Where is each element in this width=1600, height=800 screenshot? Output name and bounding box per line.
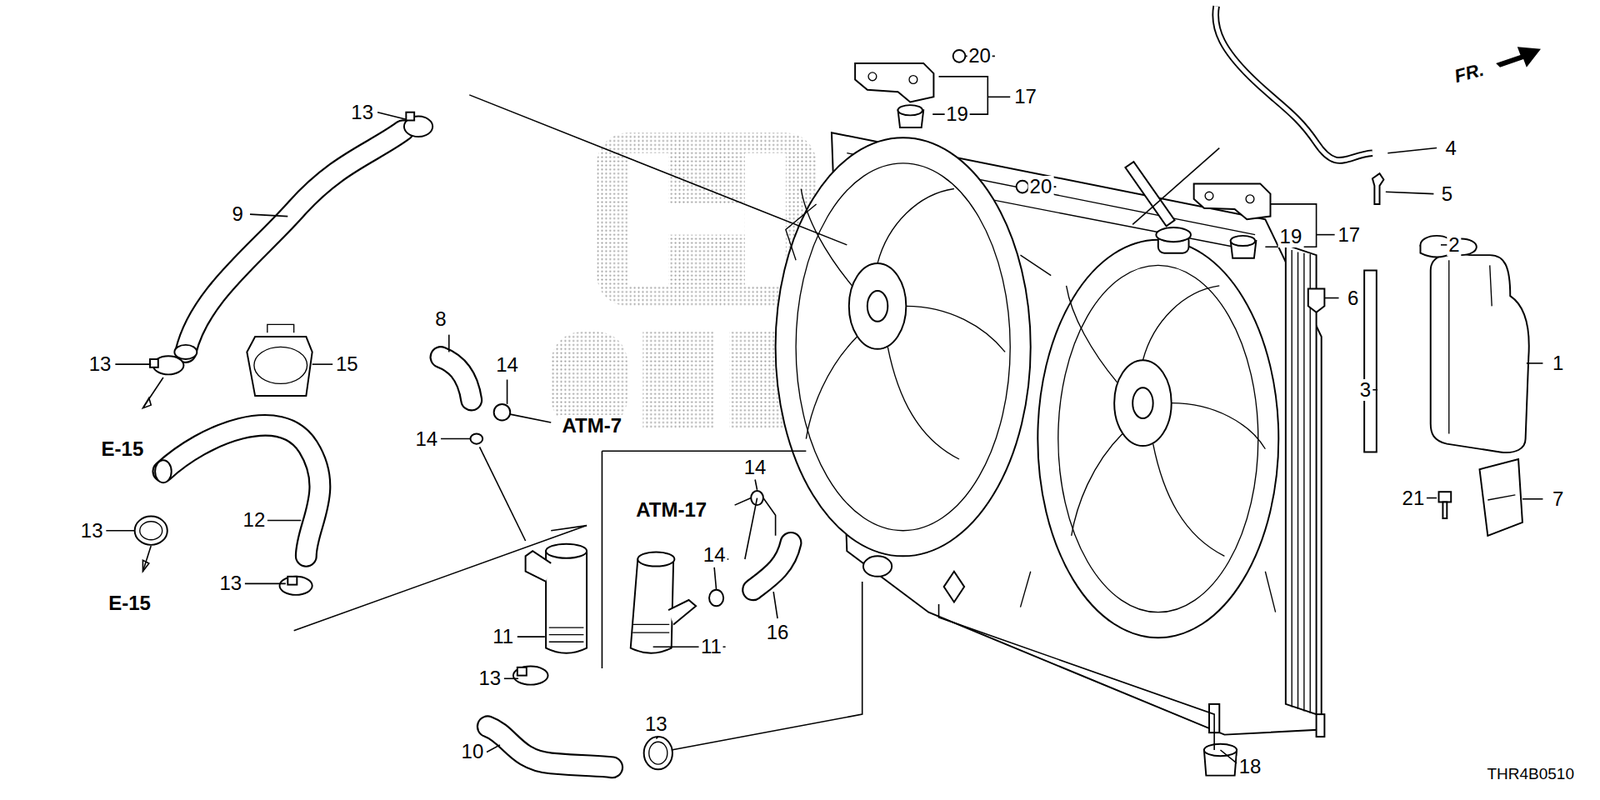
callout-number: 13: [87, 353, 114, 375]
callout-number: 14: [701, 544, 728, 566]
joint-pipes: [525, 544, 696, 654]
callout-number: 9: [230, 203, 245, 225]
callout-number: 20: [1028, 175, 1055, 198]
brackets: [855, 50, 1384, 313]
radiator-assembly: [775, 132, 1325, 737]
callout-number: 14: [494, 354, 520, 376]
callout-number: 6: [1345, 287, 1360, 310]
front-arrow: [1495, 46, 1541, 67]
callout-number: 13: [349, 101, 375, 124]
watermark-logo: [550, 132, 816, 429]
leader-lines: [105, 55, 1543, 764]
callout-number: 21: [1400, 487, 1427, 510]
callout-number: 20: [966, 45, 993, 67]
reference-code: ATM-17: [634, 499, 709, 521]
reference-code: E-15: [106, 592, 153, 615]
callout-number: 19: [944, 103, 970, 125]
callout-number: 19: [1278, 225, 1305, 248]
diagram-code: THR4B0510: [1485, 765, 1576, 783]
callout-number: 13: [476, 667, 503, 690]
callout-number: 4: [1444, 137, 1459, 160]
callout-number: 5: [1440, 183, 1455, 205]
reference-code: E-15: [100, 438, 146, 460]
callout-number: 13: [643, 713, 670, 735]
callout-number: 10: [460, 740, 486, 763]
callout-number: 14: [742, 456, 769, 479]
hoses: [155, 5, 1373, 767]
direction-mark: FR.: [1450, 59, 1488, 87]
callout-number: 13: [217, 572, 244, 595]
callout-number: 17: [1012, 85, 1039, 108]
callout-number: 7: [1550, 488, 1565, 510]
callout-number: 11: [699, 635, 724, 658]
callout-number: 11: [490, 625, 515, 648]
callout-number: 16: [765, 621, 791, 644]
callout-number: 3: [1358, 379, 1373, 401]
hose-clamps: [135, 112, 764, 770]
callout-number: 13: [79, 520, 105, 542]
reference-code: ATM-7: [560, 415, 624, 437]
callout-number: 2: [1446, 234, 1461, 256]
callout-number: 15: [334, 353, 360, 375]
callout-number: 8: [433, 308, 448, 330]
callout-number: 18: [1237, 755, 1264, 778]
reservoir-tank: [1364, 235, 1530, 536]
callout-number: 17: [1335, 224, 1362, 246]
callout-number: 1: [1550, 352, 1565, 375]
callout-number: 12: [241, 509, 268, 531]
callout-number: 14: [413, 428, 440, 450]
